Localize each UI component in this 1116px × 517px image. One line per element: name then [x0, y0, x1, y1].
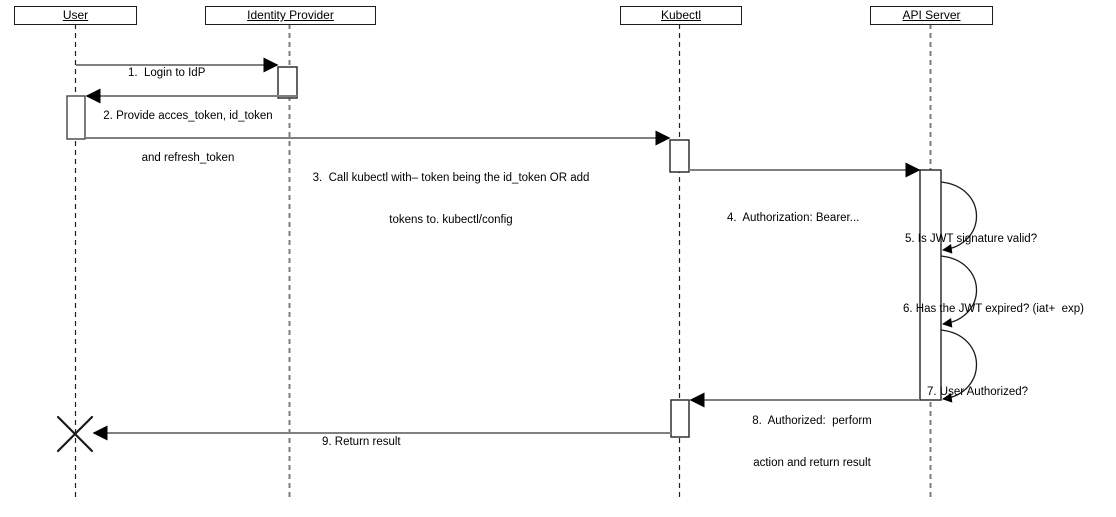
actor-kubectl-label: Kubectl	[660, 8, 702, 22]
activation-kubectl-1	[669, 139, 690, 173]
activation-api-server	[919, 169, 942, 401]
message-3-label: 3. Call kubectl with– token being the id…	[312, 172, 590, 226]
message-6-label: 6. Has the JWT expired? (iat+ exp)	[903, 303, 1084, 315]
message-9-label: 9. Return result	[322, 436, 401, 448]
activation-user	[66, 95, 86, 140]
actor-kubectl: Kubectl	[620, 6, 742, 25]
destroy-x-icon	[56, 415, 94, 453]
message-2-label: 2. Provide acces_token, id_token and ref…	[103, 110, 273, 164]
message-7-label: 7. User Authorized?	[927, 386, 1029, 398]
message-5-label: 5. Is JWT signature valid?	[905, 233, 1038, 245]
self-loop-5-arc	[940, 181, 978, 254]
self-loop-6-arc	[940, 255, 978, 328]
activation-identity-provider	[277, 66, 298, 99]
message-4-label: 4. Authorization: Bearer...	[727, 212, 860, 224]
message-8-label: 8. Authorized: perform action and return…	[752, 415, 872, 469]
actor-api-server: API Server	[870, 6, 993, 25]
self-loop-7-arc	[940, 329, 978, 403]
actor-user-label: User	[62, 8, 89, 22]
actor-api-server-label: API Server	[902, 8, 961, 22]
message-1-label: 1. Login to IdP	[128, 67, 206, 79]
actor-identity-provider: Identity Provider	[205, 6, 376, 25]
actor-user: User	[14, 6, 137, 25]
actor-identity-provider-label: Identity Provider	[247, 8, 334, 22]
activation-kubectl-2	[670, 399, 690, 438]
